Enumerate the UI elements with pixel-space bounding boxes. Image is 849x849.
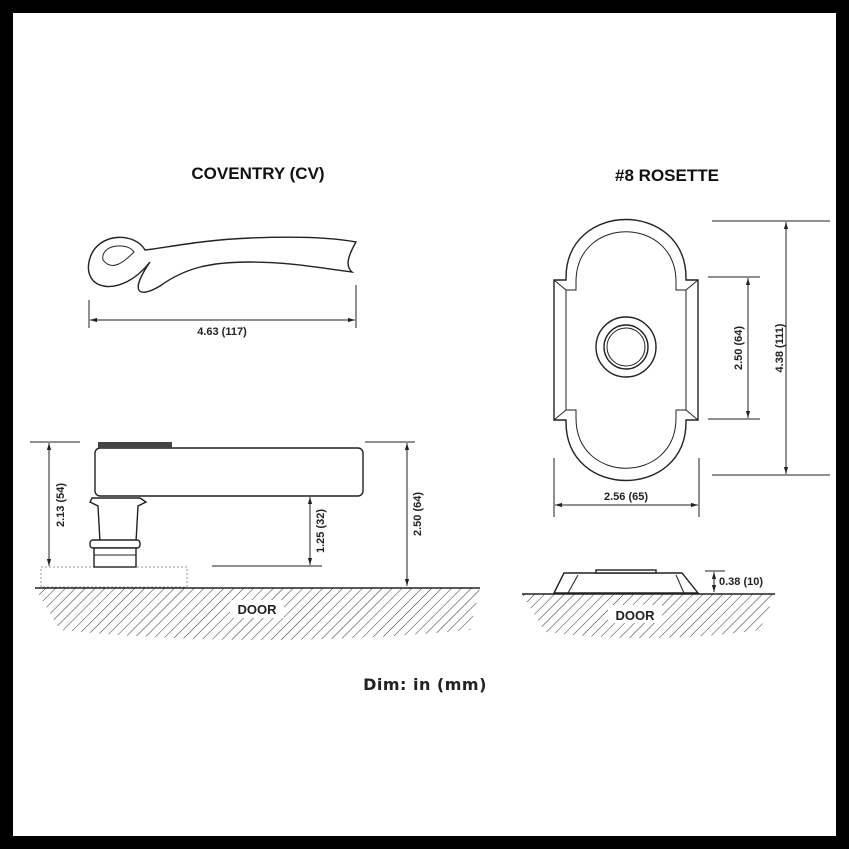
lever-projection-dim: 2.50 (64) xyxy=(412,492,424,536)
units-note: Dim: in (mm) xyxy=(363,675,487,694)
rosette-inner-height-dim: 2.50 (64) xyxy=(733,326,745,370)
rosette-side-view xyxy=(552,569,700,594)
lever-height-dim: 2.13 (54) xyxy=(55,483,67,527)
rosette-height-dim: 4.38 (111) xyxy=(774,323,786,372)
rosette-title: #8 ROSETTE xyxy=(615,166,719,185)
diagram-canvas xyxy=(13,13,836,836)
rosette-front-view xyxy=(553,219,699,481)
lever-top-view xyxy=(87,236,358,293)
lever-side-view xyxy=(40,442,364,588)
rosette-projection-dim: 0.38 (10) xyxy=(719,576,763,588)
lever-door-label: DOOR xyxy=(238,602,278,617)
lever-clearance-dim: 1.25 (32) xyxy=(315,509,327,553)
rosette-width-dim: 2.56 (65) xyxy=(604,491,648,503)
lever-title: COVENTRY (CV) xyxy=(191,164,324,183)
rosette-door-label: DOOR xyxy=(616,608,656,623)
lever-length-dim: 4.63 (117) xyxy=(197,326,247,338)
